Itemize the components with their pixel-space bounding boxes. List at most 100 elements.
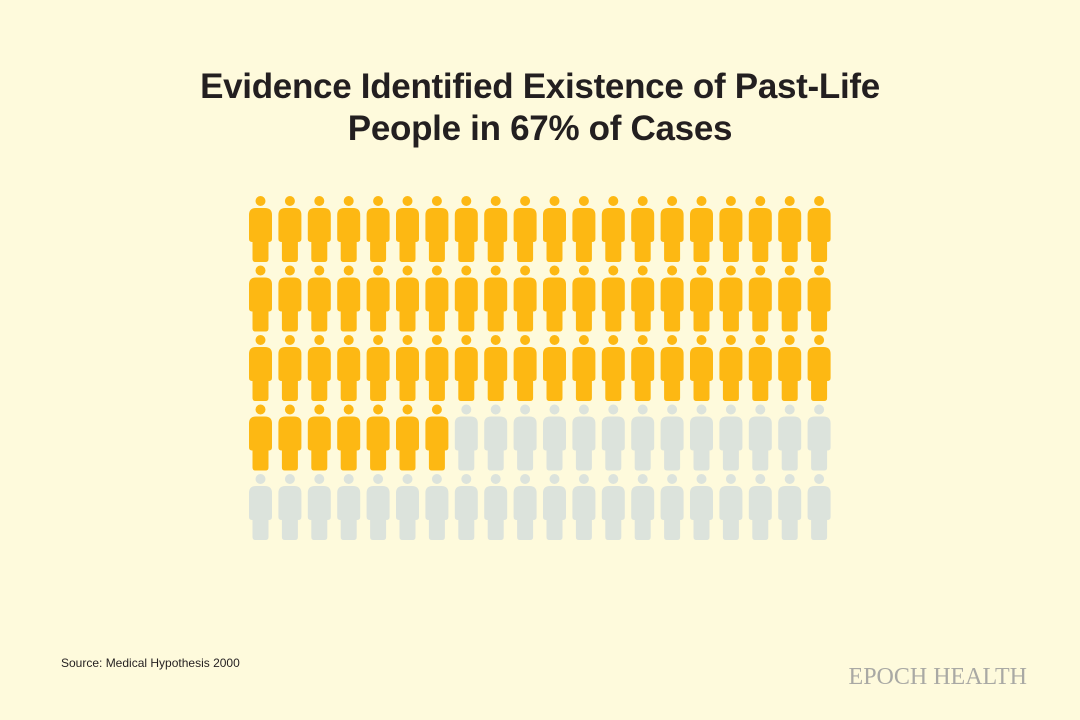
person-icon: [778, 404, 802, 471]
person-icon: [719, 474, 743, 540]
person-icon-highlighted: [396, 265, 419, 332]
person-icon-highlighted: [660, 196, 684, 262]
person-icon: [660, 474, 684, 540]
chart-title: Evidence Identified Existence of Past-Li…: [0, 66, 1080, 150]
person-icon-highlighted: [719, 265, 743, 332]
person-icon-highlighted: [278, 196, 302, 262]
person-icon-highlighted: [278, 404, 302, 471]
person-icon-highlighted: [543, 265, 566, 332]
person-icon: [748, 404, 772, 471]
person-icon-highlighted: [425, 265, 449, 332]
person-icon-highlighted: [249, 335, 272, 401]
person-icon: [425, 474, 449, 540]
person-icon: [631, 474, 655, 540]
person-icon-highlighted: [748, 265, 772, 332]
person-icon: [307, 474, 331, 540]
person-icon: [601, 404, 625, 471]
person-icon-highlighted: [572, 335, 596, 401]
person-icon-highlighted: [748, 196, 772, 262]
person-icon: [601, 474, 625, 540]
title-line-1: Evidence Identified Existence of Past-Li…: [200, 67, 880, 106]
person-icon-highlighted: [278, 335, 302, 401]
person-icon: [249, 474, 272, 540]
person-icon-highlighted: [249, 265, 272, 332]
person-icon-highlighted: [807, 196, 831, 262]
person-icon-highlighted: [719, 335, 743, 401]
person-icon: [690, 404, 713, 471]
person-icon-highlighted: [366, 196, 390, 262]
person-icon: [366, 474, 390, 540]
person-icon: [513, 404, 537, 471]
person-icon-highlighted: [690, 265, 713, 332]
person-icon-highlighted: [572, 265, 596, 332]
person-icon-highlighted: [454, 265, 478, 332]
person-icon: [484, 404, 508, 471]
person-icon-highlighted: [366, 404, 390, 471]
person-icon-highlighted: [513, 265, 537, 332]
person-icon-highlighted: [337, 404, 361, 471]
person-icon-highlighted: [513, 335, 537, 401]
person-icon-highlighted: [543, 335, 566, 401]
person-icon-highlighted: [631, 335, 655, 401]
person-icon-highlighted: [307, 404, 331, 471]
person-icon: [719, 404, 743, 471]
title-line-2: People in 67% of Cases: [347, 109, 733, 148]
person-icon: [278, 474, 302, 540]
person-icon-highlighted: [601, 335, 625, 401]
person-icon-highlighted: [454, 335, 478, 401]
person-icon: [660, 404, 684, 471]
person-icon: [748, 474, 772, 540]
person-icon-highlighted: [249, 196, 272, 262]
person-icon-highlighted: [278, 265, 302, 332]
person-icon: [543, 404, 566, 471]
person-icon-highlighted: [601, 196, 625, 262]
person-icon-highlighted: [337, 335, 361, 401]
person-icon-highlighted: [513, 196, 537, 262]
person-icon: [807, 474, 831, 540]
person-icon-highlighted: [366, 335, 390, 401]
person-icon: [631, 404, 655, 471]
person-icon-highlighted: [307, 335, 331, 401]
person-icon: [572, 474, 596, 540]
person-icon-highlighted: [249, 404, 272, 471]
person-icon-highlighted: [307, 265, 331, 332]
person-icon-highlighted: [778, 335, 802, 401]
person-icon: [690, 474, 713, 540]
person-icon-highlighted: [454, 196, 478, 262]
person-icon-highlighted: [366, 265, 390, 332]
person-icon-highlighted: [807, 335, 831, 401]
person-icon-highlighted: [748, 335, 772, 401]
person-icon: [572, 404, 596, 471]
person-icon-highlighted: [425, 335, 449, 401]
person-icon-highlighted: [572, 196, 596, 262]
person-icon-highlighted: [778, 265, 802, 332]
person-icon-highlighted: [337, 265, 361, 332]
person-icon: [454, 404, 478, 471]
person-icon-highlighted: [484, 335, 508, 401]
person-icon-highlighted: [631, 196, 655, 262]
person-icon-highlighted: [396, 404, 419, 471]
person-icon: [778, 474, 802, 540]
person-icon-highlighted: [719, 196, 743, 262]
person-icon-highlighted: [807, 265, 831, 332]
person-icon: [807, 404, 831, 471]
person-icon: [337, 474, 361, 540]
person-icon-highlighted: [425, 404, 449, 471]
person-icon-highlighted: [543, 196, 566, 262]
person-icon-highlighted: [396, 196, 419, 262]
person-icon-highlighted: [425, 196, 449, 262]
person-icon-highlighted: [660, 335, 684, 401]
person-icon: [543, 474, 566, 540]
person-icon-highlighted: [631, 265, 655, 332]
person-icon-highlighted: [484, 265, 508, 332]
person-icon-highlighted: [690, 335, 713, 401]
person-icon: [513, 474, 537, 540]
person-icon-highlighted: [337, 196, 361, 262]
person-icon-highlighted: [660, 265, 684, 332]
person-icon: [396, 474, 419, 540]
person-icon-highlighted: [690, 196, 713, 262]
person-icon: [484, 474, 508, 540]
person-icon-highlighted: [484, 196, 508, 262]
person-icon-highlighted: [778, 196, 802, 262]
